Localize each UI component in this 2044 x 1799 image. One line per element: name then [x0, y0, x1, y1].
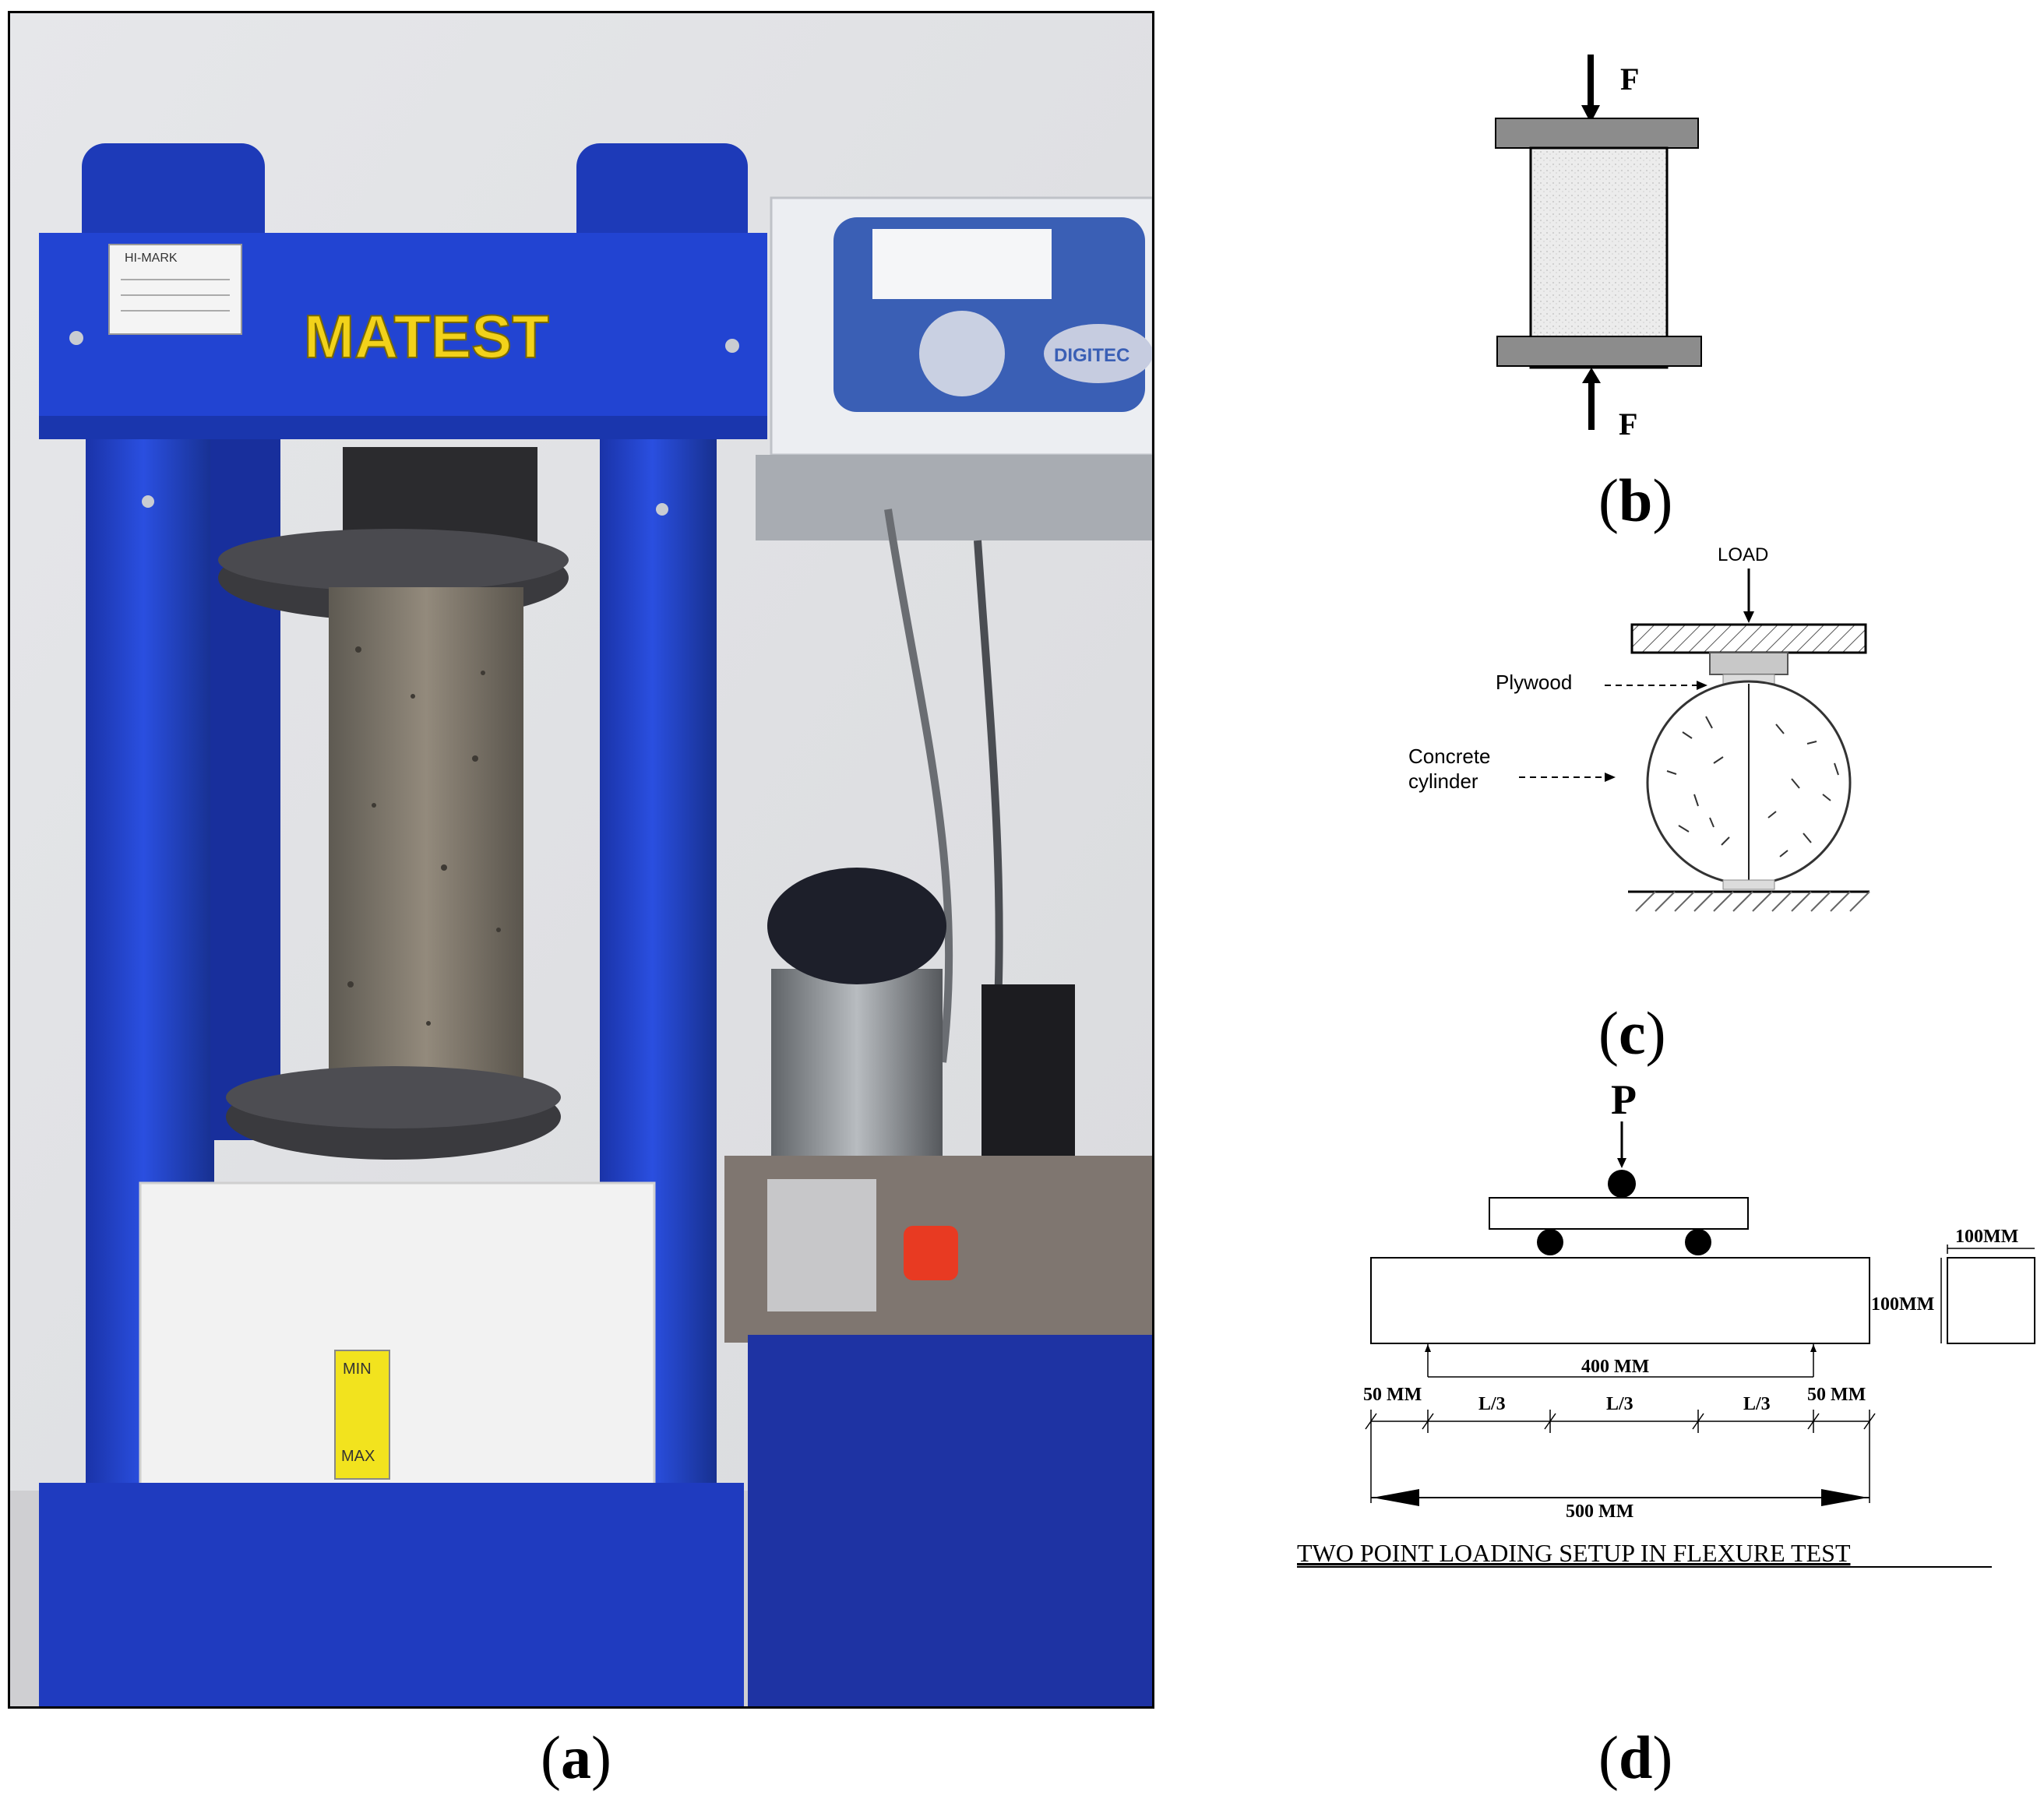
plywood-label: Plywood [1496, 671, 1572, 694]
load-roller [1608, 1170, 1636, 1198]
span-label: 400 MM [1581, 1357, 1649, 1377]
beam-height-label: 100MM [1871, 1294, 1934, 1315]
compression-machine-photo: HI-MARK MATEST MIN MAX [8, 11, 1154, 1709]
top-plate [1495, 118, 1699, 149]
matest-logo: MATEST [304, 302, 549, 371]
specimen-cylinder [1529, 146, 1669, 369]
total-length-label: 500 MM [1566, 1502, 1633, 1522]
cross-section [1947, 1257, 2035, 1344]
bottom-plate [1496, 336, 1702, 367]
caption-a-letter: a [560, 1723, 591, 1791]
load-p-label: P [1611, 1076, 1637, 1123]
third-3-label: L/3 [1743, 1394, 1771, 1414]
flexure-title: TWO POINT LOADING SETUP IN FLEXURE TEST [1297, 1539, 1851, 1567]
caption-a: (a) [541, 1723, 611, 1791]
panel-a-photo: HI-MARK MATEST MIN MAX [8, 11, 1154, 1709]
left-overhang-label: 50 MM [1363, 1385, 1422, 1405]
controller-display [872, 229, 1052, 299]
spreader-beam [1489, 1197, 1749, 1230]
caption-d-letter: d [1618, 1723, 1653, 1791]
loading-roller-left [1537, 1229, 1563, 1255]
cylinder-label-line1: Concrete [1408, 745, 1491, 768]
loading-roller-right [1685, 1229, 1711, 1255]
top-cap-right [576, 143, 748, 260]
section-width-label: 100MM [1955, 1227, 2018, 1247]
third-2-label: L/3 [1606, 1394, 1633, 1414]
controller-keypad [919, 311, 1005, 396]
right-overhang-label: 50 MM [1807, 1385, 1866, 1405]
machine-base [39, 1483, 744, 1709]
caption-c: (c) [1598, 999, 1666, 1067]
panel-c-diagram: LOAD Plywood Concrete cylinder [1408, 544, 1870, 912]
top-platen-c [1630, 623, 1867, 654]
top-cap-left [82, 143, 265, 260]
pump-cabinet [748, 1335, 1154, 1709]
load-label-c: LOAD [1718, 544, 1768, 565]
caption-d: (d) [1598, 1723, 1673, 1791]
digitec-label: DIGITEC [1054, 345, 1129, 366]
gauge-max-label: MAX [341, 1448, 375, 1465]
base-housing [139, 1181, 656, 1488]
concrete-cylinder [329, 587, 523, 1093]
gauge-min-label: MIN [343, 1361, 372, 1378]
test-beam [1370, 1257, 1870, 1344]
third-1-label: L/3 [1478, 1394, 1506, 1414]
caption-b: (b) [1598, 466, 1673, 534]
oil-level-gauge [334, 1350, 390, 1480]
photo-border [8, 11, 1154, 1709]
force-label-bottom: F [1619, 407, 1637, 442]
panel-b-diagram: F F [1495, 55, 1702, 442]
caption-b-letter: b [1618, 466, 1653, 534]
plywood-strip [1709, 652, 1788, 675]
caption-c-letter: c [1618, 999, 1646, 1067]
sticker-label: HI-MARK [125, 252, 178, 265]
panel-d-diagram: P 100MM 100MM 400 MM 50 MM 50 MM L/3 L/3… [1297, 1076, 2035, 1568]
calibration-sticker [108, 244, 242, 335]
motor [771, 969, 943, 1187]
force-label-top: F [1620, 62, 1639, 97]
cylinder-label-line2: cylinder [1408, 769, 1478, 793]
